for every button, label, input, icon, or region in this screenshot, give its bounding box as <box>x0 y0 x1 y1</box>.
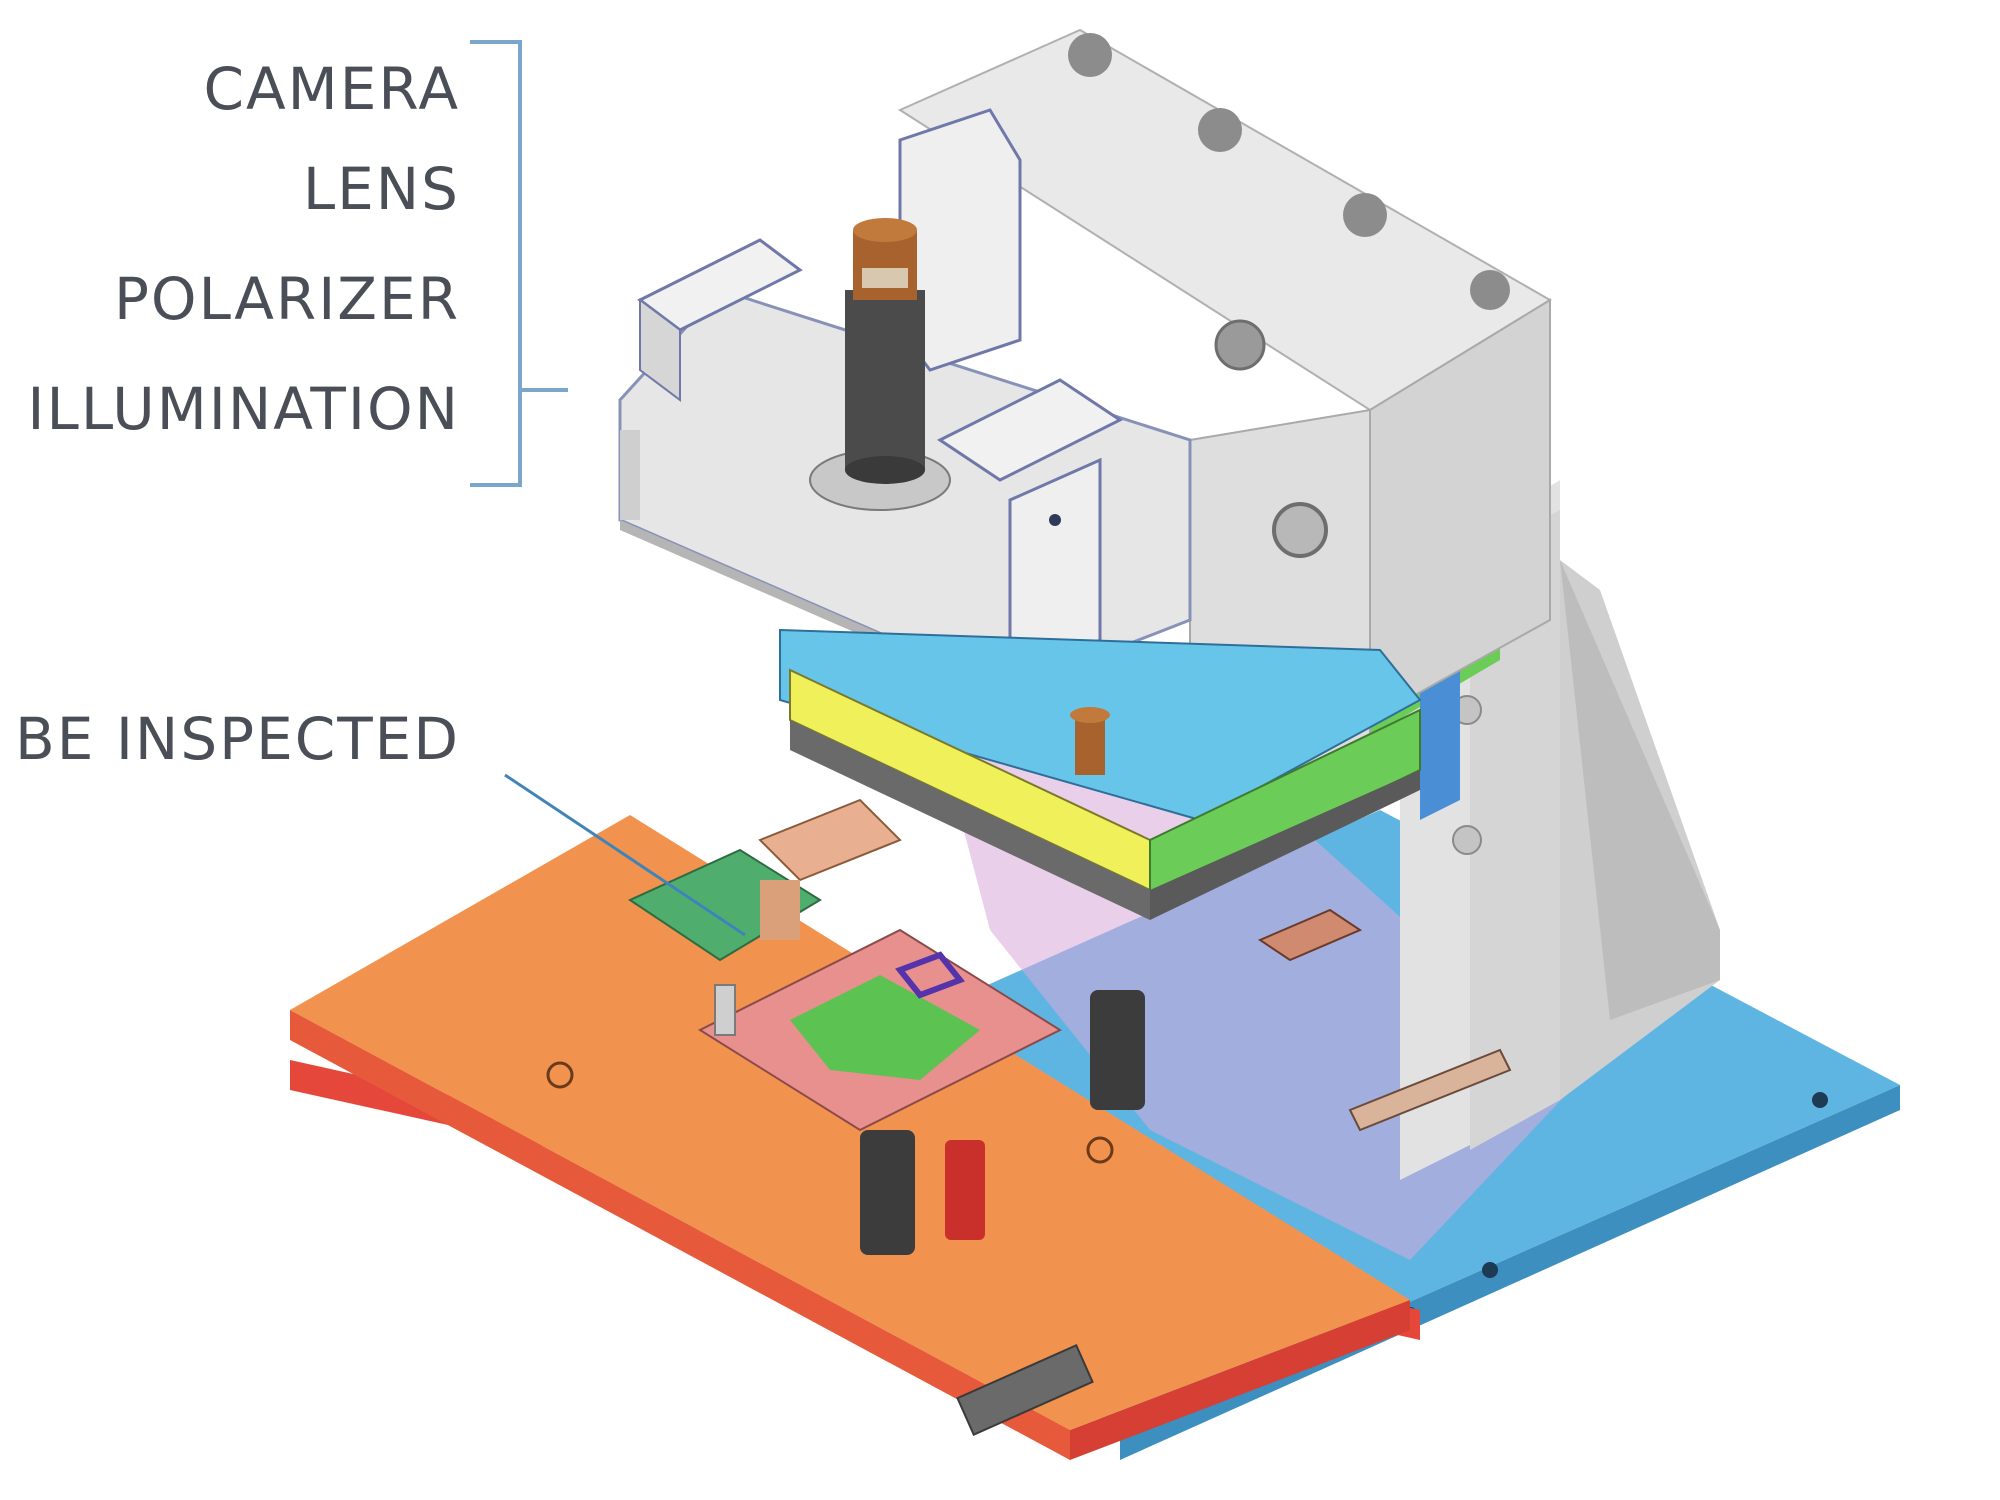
fixture-plate <box>290 815 1420 1460</box>
part-leader-line <box>504 773 746 937</box>
inspected-part-assembly <box>627 798 1512 1255</box>
label-illumination: ILLUMINATION <box>27 375 460 443</box>
probe <box>1070 707 1110 775</box>
label-lens: LENS <box>302 155 460 223</box>
label-part-to-be-inspected: BE INSPECTED <box>14 705 460 773</box>
label-bracket <box>470 40 568 487</box>
camera-lens-stack <box>845 218 925 484</box>
top-block <box>897 28 1552 781</box>
label-polarizer: POLARIZER <box>113 265 460 333</box>
label-camera: CAMERA <box>203 55 460 123</box>
